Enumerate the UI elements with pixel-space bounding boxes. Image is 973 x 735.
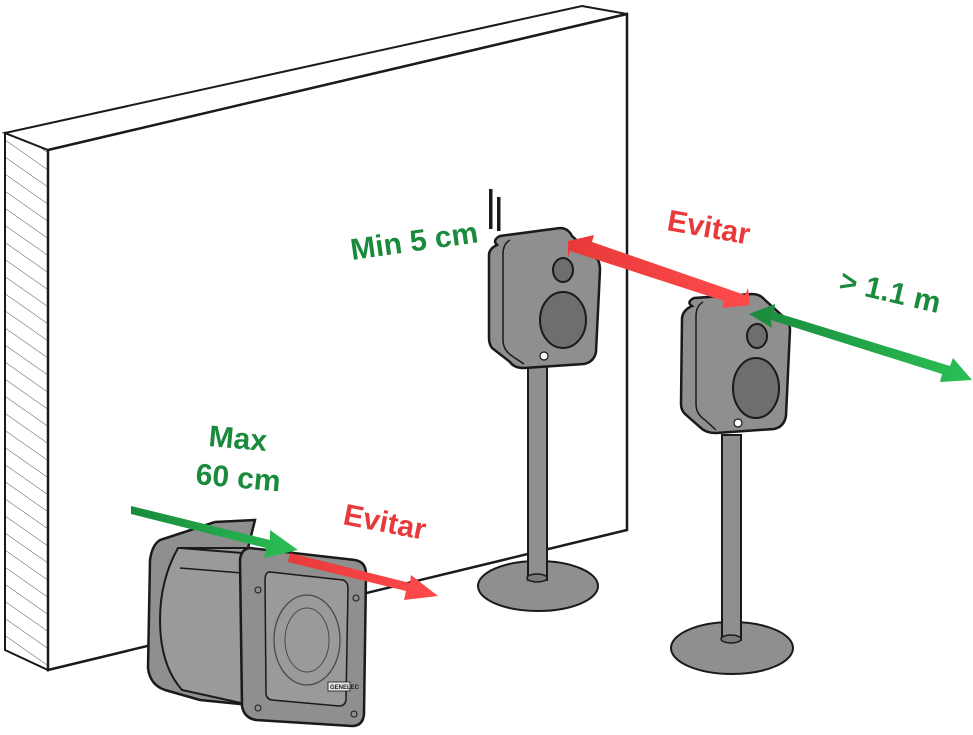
speaker-right-woofer — [732, 357, 780, 419]
wall — [1, 4, 629, 672]
speaker-right — [679, 292, 792, 435]
stand-right-pole — [721, 434, 742, 641]
subwoofer: GENELEC — [146, 518, 368, 728]
stand-right — [670, 434, 794, 675]
speaker-left — [487, 226, 602, 370]
sub-max-arrow — [131, 506, 298, 558]
avoid-speakers-arrow — [568, 235, 750, 308]
subwoofer-brand-label: GENELEC — [330, 685, 360, 691]
speaker-right-tweeter — [746, 323, 768, 349]
stand-left-pole — [527, 364, 548, 581]
sub-max-label-line2: 60 cm — [194, 458, 282, 498]
avoid-speakers-label: Evitar — [665, 204, 753, 251]
avoid-sub-arrow — [288, 553, 438, 600]
wall-front — [46, 12, 629, 672]
wall-side-hatched — [4, 131, 49, 672]
arrows — [131, 189, 972, 600]
listening-distance-label: > 1.1 m — [836, 265, 943, 320]
min-distance-marker — [489, 189, 501, 231]
subwoofer-cylinder — [158, 547, 254, 707]
listening-distance-arrow — [749, 304, 972, 382]
sub-max-label-line1: Max — [207, 420, 268, 458]
subwoofer-badge — [327, 681, 351, 692]
speaker-left-woofer — [539, 291, 587, 349]
speaker-left-tweeter — [552, 257, 574, 283]
